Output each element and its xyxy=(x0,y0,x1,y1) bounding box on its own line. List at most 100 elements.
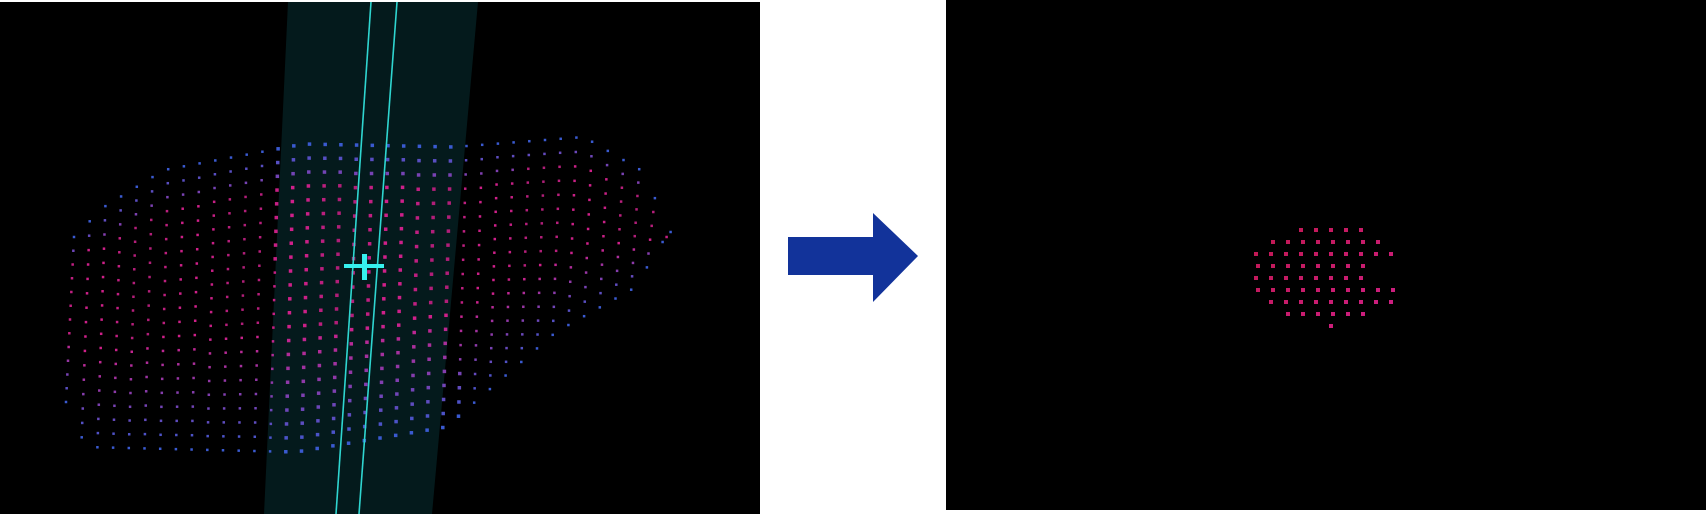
point xyxy=(582,314,586,318)
point xyxy=(212,200,216,204)
cropped-point-cloud-canvas[interactable] xyxy=(946,0,1706,510)
point xyxy=(538,263,542,267)
point xyxy=(417,144,422,149)
point xyxy=(207,407,210,410)
point xyxy=(180,249,183,253)
point xyxy=(1301,240,1305,244)
point xyxy=(240,336,243,340)
point xyxy=(480,172,483,175)
point xyxy=(117,278,120,282)
point xyxy=(444,299,449,304)
point xyxy=(385,171,389,176)
point xyxy=(227,225,231,229)
point xyxy=(541,208,544,211)
point xyxy=(115,320,119,324)
point xyxy=(472,401,476,404)
point xyxy=(574,150,578,154)
point xyxy=(429,286,433,291)
full-point-cloud-view[interactable] xyxy=(0,2,760,514)
point xyxy=(347,398,352,403)
point xyxy=(306,198,310,202)
point xyxy=(84,335,87,338)
point xyxy=(538,277,541,281)
point xyxy=(272,326,275,329)
point xyxy=(101,275,105,279)
point xyxy=(432,187,436,191)
point xyxy=(274,202,279,206)
point xyxy=(221,449,225,452)
point xyxy=(292,144,296,148)
point xyxy=(605,178,608,181)
point xyxy=(368,227,372,232)
point xyxy=(603,206,607,210)
point xyxy=(1359,276,1363,280)
point xyxy=(475,329,478,333)
point xyxy=(227,239,230,243)
point xyxy=(316,419,320,423)
point xyxy=(631,261,635,265)
point xyxy=(274,215,279,220)
point xyxy=(506,319,509,322)
point xyxy=(432,159,437,163)
point-cloud-canvas[interactable] xyxy=(0,2,760,514)
selection-line-left[interactable] xyxy=(335,2,372,514)
point xyxy=(1286,312,1290,316)
point xyxy=(259,221,262,225)
point xyxy=(190,448,193,451)
point xyxy=(286,338,291,343)
point xyxy=(87,248,90,252)
cropped-point-cloud xyxy=(1254,228,1395,328)
point xyxy=(195,247,199,251)
point xyxy=(83,364,86,367)
point xyxy=(379,380,384,385)
point xyxy=(1299,300,1303,304)
point xyxy=(1376,240,1380,244)
point xyxy=(554,249,558,253)
point xyxy=(1344,252,1348,256)
point xyxy=(304,267,308,272)
point xyxy=(462,230,466,233)
point xyxy=(271,367,274,371)
point xyxy=(1316,288,1320,292)
point xyxy=(303,323,307,328)
point xyxy=(463,215,466,219)
point xyxy=(1299,252,1303,256)
point xyxy=(446,243,450,247)
point xyxy=(401,158,406,162)
point xyxy=(1254,276,1258,280)
point xyxy=(287,324,291,329)
point xyxy=(1286,288,1290,292)
point xyxy=(431,201,436,206)
point xyxy=(442,383,446,388)
point xyxy=(335,266,340,270)
point xyxy=(1271,288,1275,292)
selection-line-right[interactable] xyxy=(358,2,398,514)
point xyxy=(213,173,217,176)
point xyxy=(289,241,294,245)
point xyxy=(383,241,388,245)
point xyxy=(82,392,85,396)
point xyxy=(98,389,101,392)
point xyxy=(416,201,420,206)
point xyxy=(240,350,243,354)
point xyxy=(366,298,370,302)
point xyxy=(414,244,419,249)
point xyxy=(480,157,484,161)
point xyxy=(382,283,386,287)
point xyxy=(412,316,417,320)
point xyxy=(69,304,72,307)
point xyxy=(289,227,294,232)
point xyxy=(305,226,310,230)
point xyxy=(195,262,199,265)
point xyxy=(394,419,398,424)
point xyxy=(364,382,368,387)
point xyxy=(1284,276,1288,280)
point xyxy=(317,363,322,368)
point xyxy=(241,294,245,297)
cropped-point-cloud-view[interactable] xyxy=(946,0,1706,510)
point xyxy=(615,269,619,273)
point xyxy=(143,432,147,436)
point xyxy=(505,333,509,336)
point xyxy=(113,404,116,408)
point xyxy=(118,237,122,240)
